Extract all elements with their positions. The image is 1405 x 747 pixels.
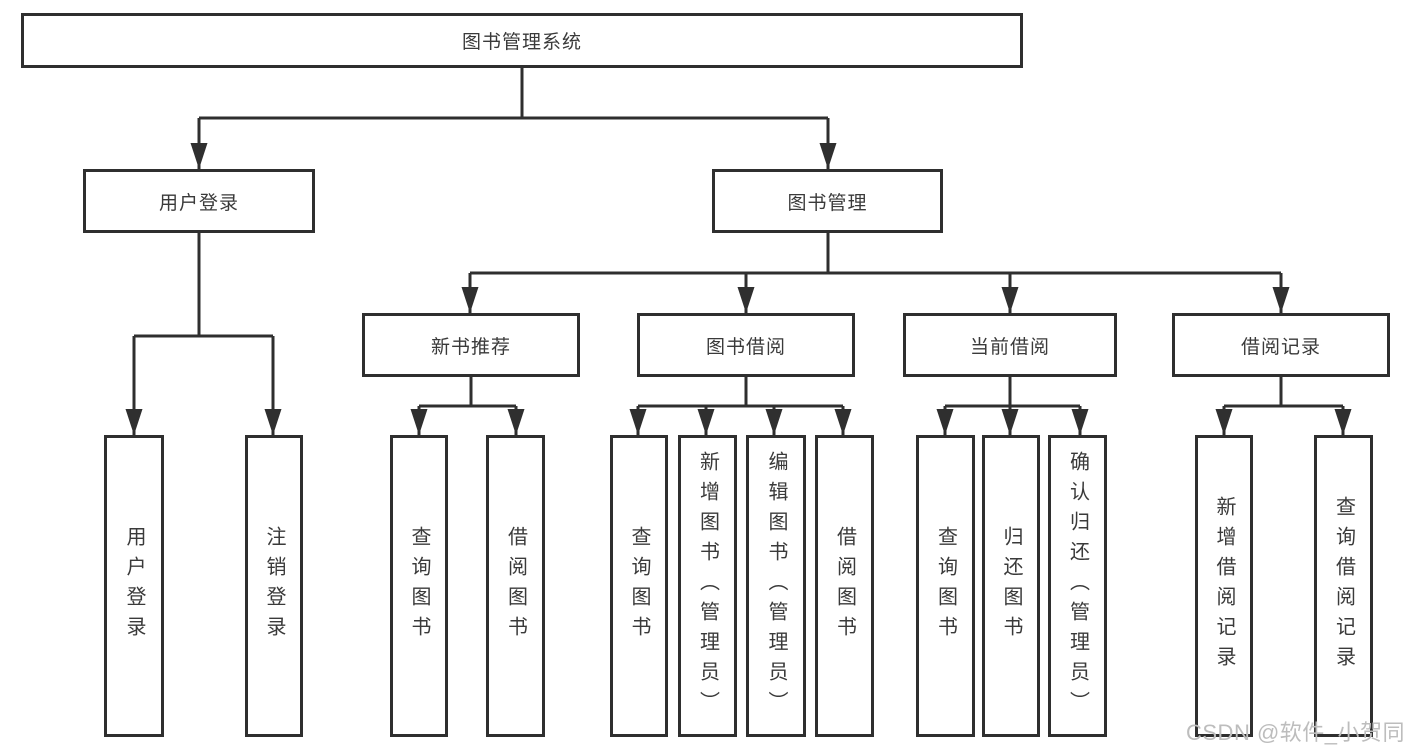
leaf-label: 查询图书: [408, 526, 430, 646]
leaf-label: 查询图书: [934, 526, 957, 646]
leaf-recommend-borrow-books: 借阅图书: [486, 435, 545, 737]
node-label: 图书借阅: [705, 336, 786, 358]
leaf-borrow-query-books: 查询图书: [610, 435, 668, 737]
node-label: 图书管理: [787, 192, 868, 214]
leaf-label: 归还图书: [1000, 526, 1022, 646]
leaf-add-borrow-record: 新增借阅记录: [1195, 435, 1253, 737]
node-user-login: 用户登录: [83, 169, 315, 233]
node-label: 用户登录: [158, 192, 239, 214]
leaf-label: 编辑图书（管理员）: [765, 451, 787, 721]
leaf-recommend-query-books: 查询图书: [390, 435, 448, 737]
leaf-label: 借阅图书: [504, 526, 527, 646]
leaf-edit-book-admin: 编辑图书（管理员）: [746, 435, 806, 737]
leaf-label: 查询借阅记录: [1332, 496, 1355, 676]
node-label: 借阅记录: [1240, 336, 1321, 358]
leaf-label: 借阅图书: [833, 526, 856, 646]
leaf-label: 用户登录: [123, 526, 145, 646]
leaf-confirm-return-admin: 确认归还（管理员）: [1048, 435, 1107, 737]
csdn-watermark: CSDN @软件_小贺同学: [1186, 720, 1405, 745]
leaf-query-borrow-record: 查询借阅记录: [1314, 435, 1373, 737]
node-new-book-recommend: 新书推荐: [362, 313, 580, 377]
node-label: 当前借阅: [969, 336, 1050, 358]
leaf-label: 确认归还（管理员）: [1066, 451, 1089, 721]
node-current-borrow: 当前借阅: [903, 313, 1117, 377]
leaf-label: 新增借阅记录: [1213, 496, 1235, 676]
node-book-borrow: 图书借阅: [637, 313, 855, 377]
leaf-label: 新增图书（管理员）: [696, 451, 719, 721]
node-label: 新书推荐: [430, 336, 511, 358]
leaf-borrow-books: 借阅图书: [815, 435, 874, 737]
node-borrow-records: 借阅记录: [1172, 313, 1390, 377]
leaf-return-books: 归还图书: [982, 435, 1040, 737]
node-library-management-system: 图书管理系统: [21, 13, 1023, 68]
leaf-label: 查询图书: [628, 526, 650, 646]
leaf-add-book-admin: 新增图书（管理员）: [678, 435, 737, 737]
leaf-user-login: 用户登录: [104, 435, 164, 737]
node-book-management: 图书管理: [712, 169, 943, 233]
leaf-current-query-books: 查询图书: [916, 435, 975, 737]
leaf-logout: 注销登录: [245, 435, 303, 737]
node-label: 图书管理系统: [461, 32, 582, 53]
leaf-label: 注销登录: [263, 526, 285, 646]
